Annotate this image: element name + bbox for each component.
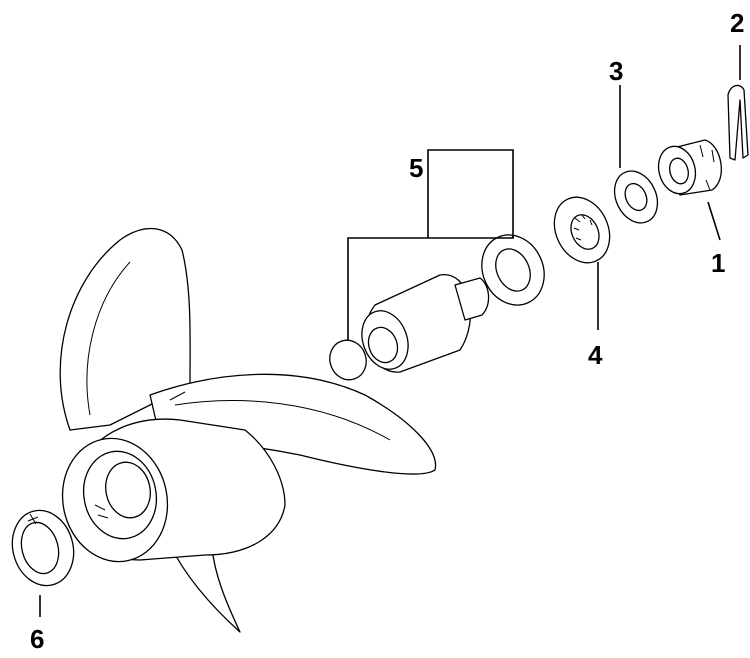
part-1-castle-nut [657, 139, 722, 196]
part-2-cotter-pin [727, 84, 749, 161]
callout-5: 5 [409, 153, 423, 183]
leader-1 [707, 201, 721, 241]
callout-1: 1 [711, 248, 725, 278]
propeller-lower-blade [169, 544, 241, 633]
part-5-hub-kit [329, 149, 545, 381]
propeller-hub [61, 418, 286, 563]
callout-3: 3 [609, 56, 623, 86]
part-4-splined-washer [553, 196, 611, 264]
callout-2: 2 [730, 8, 744, 38]
part-3-washer [613, 170, 659, 224]
callout-6: 6 [30, 624, 44, 654]
callout-4: 4 [588, 340, 603, 370]
leader-lines [39, 45, 741, 617]
part-6-thrust-washer [11, 509, 75, 587]
